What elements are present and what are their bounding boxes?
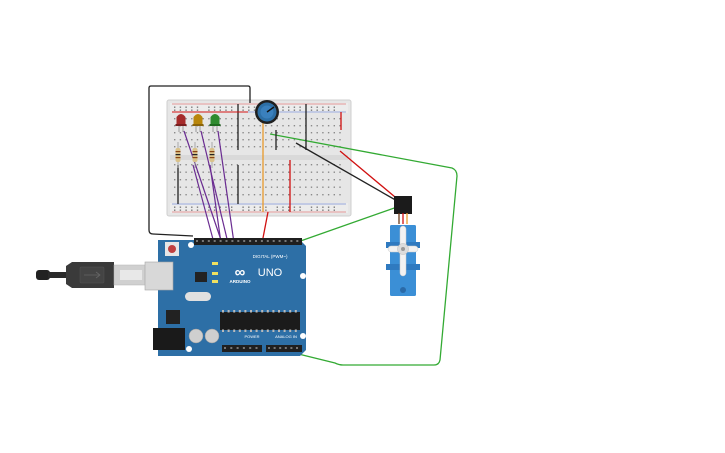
- power-jack: [153, 328, 185, 350]
- digital-header-label: DIGITAL (PWM~): [253, 254, 288, 259]
- servo-horn[interactable]: [387, 225, 419, 277]
- arduino-uno-board[interactable]: ∞ UNO ARDUINO DIGITAL (PWM~) POWER ANALO…: [144, 238, 306, 356]
- resistor-3[interactable]: [209, 142, 215, 168]
- power-header-label: POWER: [244, 334, 259, 339]
- servo-motor[interactable]: [386, 196, 420, 296]
- led-green[interactable]: [209, 114, 221, 132]
- arduino-logo-icon: ∞: [235, 264, 246, 281]
- wire-purple-2[interactable]: [200, 130, 229, 244]
- wire-red-servo[interactable]: [339, 150, 402, 203]
- analog-pin-header[interactable]: [266, 345, 302, 352]
- wire-green-signal[interactable]: [291, 205, 401, 245]
- power-pin-header[interactable]: [222, 345, 262, 352]
- wire-black-servo[interactable]: [295, 142, 400, 203]
- wire-purple-5[interactable]: [209, 164, 222, 244]
- led-orange[interactable]: [192, 114, 204, 132]
- breadboard-holes: [174, 106, 341, 211]
- breadboard-bottom-rail: [170, 203, 348, 213]
- breadboard-center-groove: [170, 155, 348, 160]
- digital-pin-header[interactable]: [194, 238, 302, 245]
- arduino-usb-port: [144, 261, 174, 291]
- wire-black-loop[interactable]: [148, 85, 251, 237]
- arduino-model-label: UNO: [258, 267, 283, 279]
- analog-header-label: ANALOG IN: [275, 334, 297, 339]
- resistor-1[interactable]: [175, 142, 181, 168]
- wire-purple-4[interactable]: [192, 164, 215, 244]
- servo-connector: [394, 196, 412, 214]
- wire-green-analog[interactable]: [269, 133, 458, 366]
- led-red[interactable]: [175, 114, 187, 132]
- atmega-chip: [220, 312, 300, 330]
- resistor-2[interactable]: [192, 142, 198, 168]
- arduino-brand-label: ARDUINO: [230, 279, 251, 284]
- wire-purple-3[interactable]: [217, 130, 235, 244]
- potentiometer[interactable]: [255, 100, 279, 124]
- wire-purple-1[interactable]: [183, 130, 223, 244]
- usb-cable[interactable]: [36, 262, 147, 288]
